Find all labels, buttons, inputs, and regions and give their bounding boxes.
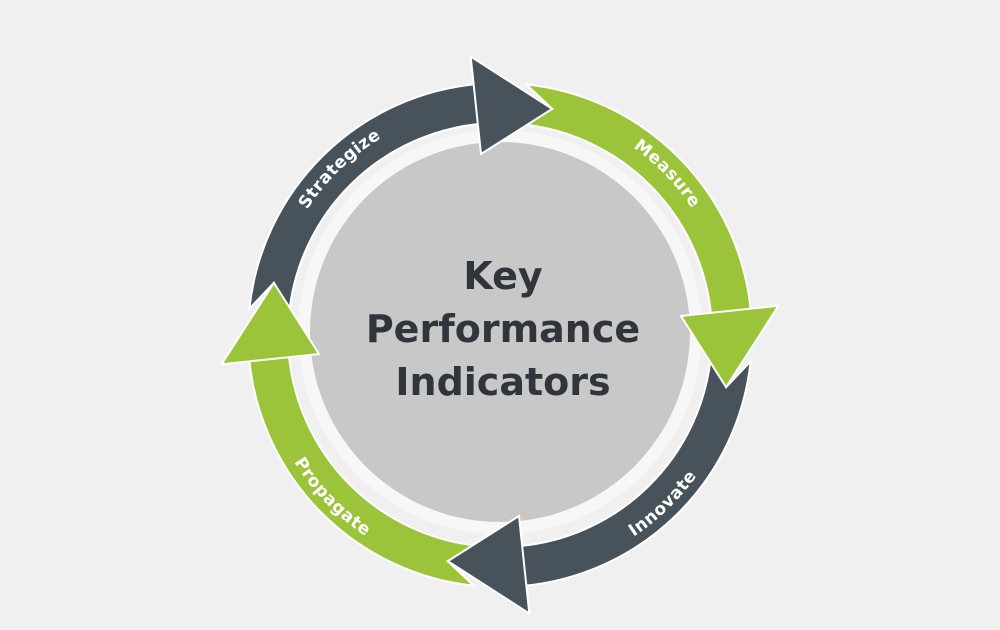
arrowhead-measure <box>679 304 781 390</box>
center-circle <box>310 142 690 522</box>
arrowhead-innovate <box>445 514 531 616</box>
center-title-line-2: Performance <box>366 307 640 351</box>
arrowhead-strategize <box>469 54 555 156</box>
arrowhead-propagate <box>219 280 321 366</box>
center-title-line-1: Key <box>463 254 543 298</box>
center-title-line-3: Indicators <box>395 360 610 404</box>
